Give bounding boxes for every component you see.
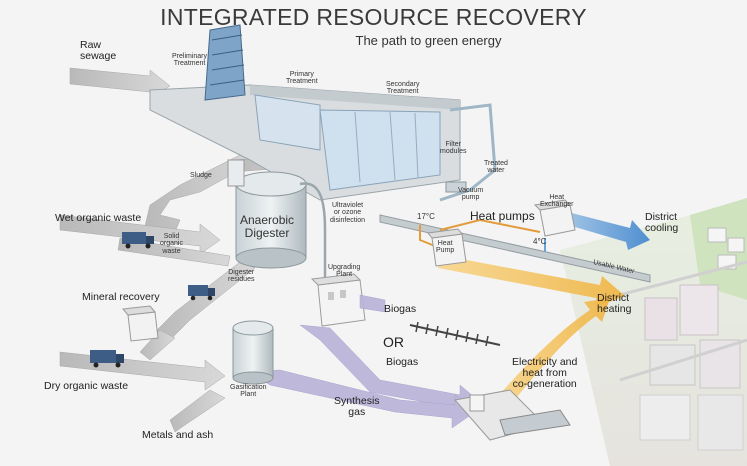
diagram-subtitle: The path to green energy bbox=[355, 33, 502, 48]
label-temp-4: 4°C bbox=[533, 237, 547, 246]
treatment-plant bbox=[149, 24, 497, 202]
label-treated-water: Treated water bbox=[484, 160, 508, 175]
heat-exchanger-box bbox=[533, 199, 576, 237]
label-secondary-treatment: Secondary Treatment bbox=[386, 81, 420, 96]
mineral-recovery-building bbox=[122, 305, 159, 342]
biogas-pipeline bbox=[409, 321, 501, 347]
label-biogas-lower: Biogas bbox=[386, 356, 419, 368]
label-mineral-recovery: Mineral recovery bbox=[82, 291, 160, 303]
label-filter-modules: Filter modules bbox=[440, 141, 467, 156]
label-upgrading-plant: Upgrading Plant bbox=[328, 264, 361, 279]
diagram-title: INTEGRATED RESOURCE RECOVERY bbox=[160, 4, 587, 30]
label-heat-pump: Heat Pump bbox=[436, 240, 455, 255]
city-background bbox=[560, 198, 747, 466]
label-gasification-plant: Gasification Plant bbox=[230, 384, 267, 399]
label-dry-organic-waste: Dry organic waste bbox=[44, 380, 129, 392]
label-district-heating: District heating bbox=[597, 292, 632, 316]
label-primary-treatment: Primary Treatment bbox=[286, 71, 318, 86]
label-sludge: Sludge bbox=[190, 172, 212, 179]
label-preliminary-treatment: Preliminary Treatment bbox=[172, 53, 208, 68]
cogeneration-arrow bbox=[490, 298, 610, 412]
truck-icon bbox=[122, 232, 154, 249]
label-heat-pumps: Heat pumps bbox=[470, 209, 535, 223]
label-raw-sewage: Raw sewage bbox=[80, 39, 117, 63]
truck-icon bbox=[90, 350, 124, 368]
label-or: OR bbox=[383, 334, 404, 350]
cogeneration-plant bbox=[454, 389, 571, 441]
label-anaerobic-digester: Anaerobic Digester bbox=[240, 213, 295, 240]
label-digester-residues: Digester residues bbox=[228, 269, 255, 284]
upgrading-plant-building bbox=[310, 273, 366, 327]
anaerobic-digester-tank bbox=[227, 159, 336, 294]
label-metals-and-ash: Metals and ash bbox=[142, 429, 214, 441]
label-synthesis-gas: Synthesis gas bbox=[334, 395, 380, 419]
label-temp-17: 17°C bbox=[417, 212, 435, 221]
label-uv-disinfection: Ultraviolet or ozone disinfection bbox=[330, 202, 366, 224]
label-biogas-upper: Biogas bbox=[384, 303, 417, 315]
label-heat-exchanger: Heat Exchanger bbox=[540, 194, 574, 209]
label-vacuum-pump: Vacuum pump bbox=[458, 187, 484, 202]
gasification-plant-tank bbox=[232, 320, 274, 385]
label-electricity-heat-cogeneration: Electricity and heat from co-generation bbox=[512, 356, 578, 391]
label-wet-organic-waste: Wet organic waste bbox=[55, 212, 142, 224]
truck-icon bbox=[188, 285, 215, 301]
label-district-cooling: District cooling bbox=[645, 211, 679, 235]
heat-pump-box bbox=[427, 228, 467, 267]
label-solid-organic-waste: Solid organic waste bbox=[160, 233, 183, 255]
